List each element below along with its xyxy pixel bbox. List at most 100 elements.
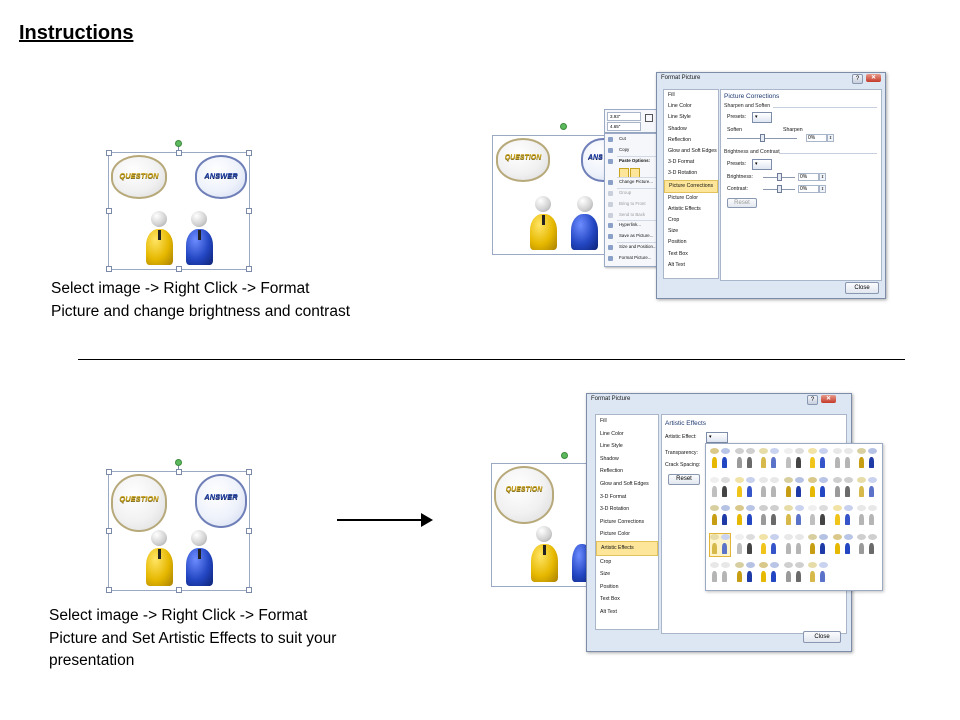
artistic-effect-thumbnail[interactable] — [857, 505, 877, 527]
category-item[interactable]: Position — [668, 239, 687, 246]
artistic-effect-thumbnail[interactable] — [783, 448, 804, 470]
category-item[interactable]: Picture Color — [668, 194, 698, 201]
category-item[interactable]: Shadow — [668, 125, 687, 132]
resize-handle[interactable] — [246, 469, 252, 475]
resize-handle[interactable] — [176, 587, 182, 593]
artistic-effect-thumbnail[interactable] — [857, 476, 877, 499]
artistic-effect-dropdown[interactable]: ▾ — [706, 432, 728, 443]
brightness-spinner[interactable]: ⇕ — [819, 173, 826, 181]
category-item[interactable]: Glow and Soft Edges — [600, 480, 649, 487]
category-item[interactable]: Picture Corrections — [664, 179, 718, 193]
artistic-effect-thumbnail[interactable] — [832, 448, 853, 470]
artistic-effect-thumbnail[interactable] — [783, 476, 804, 499]
artistic-effect-thumbnail[interactable] — [783, 533, 804, 556]
category-item[interactable]: Size — [600, 571, 611, 578]
category-item[interactable]: Glow and Soft Edges — [668, 147, 717, 154]
sharpen-presets-dropdown[interactable]: ▾ — [752, 112, 772, 123]
resize-handle[interactable] — [106, 587, 112, 593]
category-item[interactable]: Size — [668, 228, 679, 235]
sharpen-slider-thumb[interactable] — [760, 134, 765, 142]
artistic-effect-thumbnail[interactable] — [808, 533, 828, 556]
context-menu-item[interactable]: Format Picture... — [619, 254, 652, 260]
category-item[interactable]: Crop — [668, 217, 680, 224]
category-item[interactable]: Crop — [600, 558, 612, 565]
context-menu-item[interactable]: Change Picture... — [619, 179, 653, 185]
category-item[interactable]: 3-D Rotation — [600, 506, 630, 513]
artistic-effect-thumbnail[interactable] — [710, 562, 730, 584]
category-item[interactable]: Text Box — [600, 596, 620, 603]
context-menu-item[interactable]: Hyperlink... — [619, 222, 641, 228]
category-item[interactable]: Position — [600, 583, 619, 590]
category-item[interactable]: Picture Color — [600, 531, 630, 538]
artistic-effect-thumbnail[interactable] — [734, 448, 755, 470]
resize-handle[interactable] — [106, 528, 112, 534]
category-item[interactable]: Line Style — [668, 114, 691, 121]
question-mark-icon[interactable]: ? — [852, 74, 863, 84]
artistic-effect-thumbnail[interactable] — [783, 562, 804, 584]
category-item[interactable]: Line Color — [668, 103, 692, 110]
sharpen-spinner[interactable]: ⇕ — [827, 134, 834, 142]
rotation-handle[interactable] — [561, 452, 568, 459]
resize-handle[interactable] — [246, 266, 252, 272]
artistic-effect-thumbnail[interactable] — [734, 505, 755, 527]
category-item[interactable]: Picture Corrections — [600, 518, 645, 525]
resize-handle[interactable] — [176, 266, 182, 272]
artistic-effect-thumbnail[interactable] — [759, 505, 779, 527]
category-item[interactable]: Artistic Effects — [596, 540, 658, 556]
artistic-effect-thumbnail[interactable] — [710, 505, 730, 527]
selected-picture-top[interactable]: QUESTION ANSWER — [108, 152, 250, 270]
artistic-effect-thumbnail[interactable] — [759, 562, 779, 584]
question-mark-icon[interactable]: ? — [807, 395, 818, 405]
reset-button[interactable]: Reset — [668, 474, 700, 485]
resize-handle[interactable] — [246, 587, 252, 593]
resize-handle[interactable] — [176, 469, 182, 475]
context-menu-item[interactable]: Paste Options: — [619, 157, 650, 163]
context-menu-item[interactable]: Size and Position... — [619, 244, 657, 249]
selected-picture-bottom[interactable]: QUESTION ANSWER — [108, 471, 250, 591]
context-menu-item[interactable]: Copy — [619, 146, 630, 152]
artistic-effect-thumbnail[interactable] — [808, 448, 828, 470]
artistic-effect-thumbnail[interactable] — [832, 505, 853, 527]
close-x-icon[interactable]: ✕ — [821, 395, 836, 403]
category-item[interactable]: 3-D Format — [600, 493, 627, 500]
artistic-effect-thumbnail[interactable] — [832, 476, 853, 499]
selected-picture-top-right[interactable]: QUESTION ANS — [492, 135, 625, 255]
artistic-effect-thumbnail[interactable] — [759, 533, 779, 556]
resize-handle[interactable] — [246, 528, 252, 534]
category-item[interactable]: Alt Text — [600, 608, 617, 615]
resize-handle[interactable] — [106, 150, 112, 156]
contrast-value-field[interactable]: 0% — [798, 185, 819, 193]
contrast-spinner[interactable]: ⇕ — [819, 185, 826, 193]
category-item[interactable]: 3-D Format — [668, 159, 695, 166]
brightness-slider-thumb[interactable] — [777, 173, 782, 181]
artistic-effect-thumbnail[interactable] — [783, 505, 804, 527]
rotation-handle[interactable] — [560, 123, 567, 130]
artistic-effect-thumbnail[interactable] — [710, 476, 730, 499]
resize-handle[interactable] — [176, 150, 182, 156]
artistic-effect-thumbnail[interactable] — [759, 448, 779, 470]
artistic-effect-thumbnail[interactable] — [808, 505, 828, 527]
selected-picture-bottom-right[interactable]: QUESTION — [491, 463, 593, 587]
category-item[interactable]: Reflection — [600, 468, 624, 475]
brightness-value-field[interactable]: 0% — [798, 173, 819, 181]
artistic-effect-thumbnail[interactable] — [734, 476, 755, 499]
sharpen-value-field[interactable]: 0% — [806, 134, 827, 142]
close-button[interactable]: Close — [845, 282, 879, 294]
artistic-effect-thumbnail[interactable] — [857, 448, 877, 470]
close-button[interactable]: Close — [803, 631, 841, 643]
artistic-effect-thumbnail[interactable] — [709, 532, 731, 557]
width-field[interactable]: 4.65" — [607, 122, 641, 131]
resize-handle[interactable] — [246, 150, 252, 156]
category-item[interactable]: Fill — [600, 418, 607, 424]
artistic-effect-thumbnail[interactable] — [710, 448, 730, 470]
rotation-handle[interactable] — [175, 459, 182, 466]
contrast-slider-thumb[interactable] — [777, 185, 782, 193]
context-menu-item[interactable]: Cut — [619, 136, 626, 141]
resize-handle[interactable] — [106, 266, 112, 272]
artistic-effect-thumbnail[interactable] — [832, 533, 853, 556]
context-menu-item[interactable]: Save as Picture... — [619, 233, 654, 239]
reset-button[interactable]: Reset — [727, 198, 757, 208]
category-item[interactable]: 3-D Rotation — [668, 170, 698, 177]
crop-icon[interactable] — [645, 114, 653, 122]
category-item[interactable]: Fill — [668, 92, 675, 98]
